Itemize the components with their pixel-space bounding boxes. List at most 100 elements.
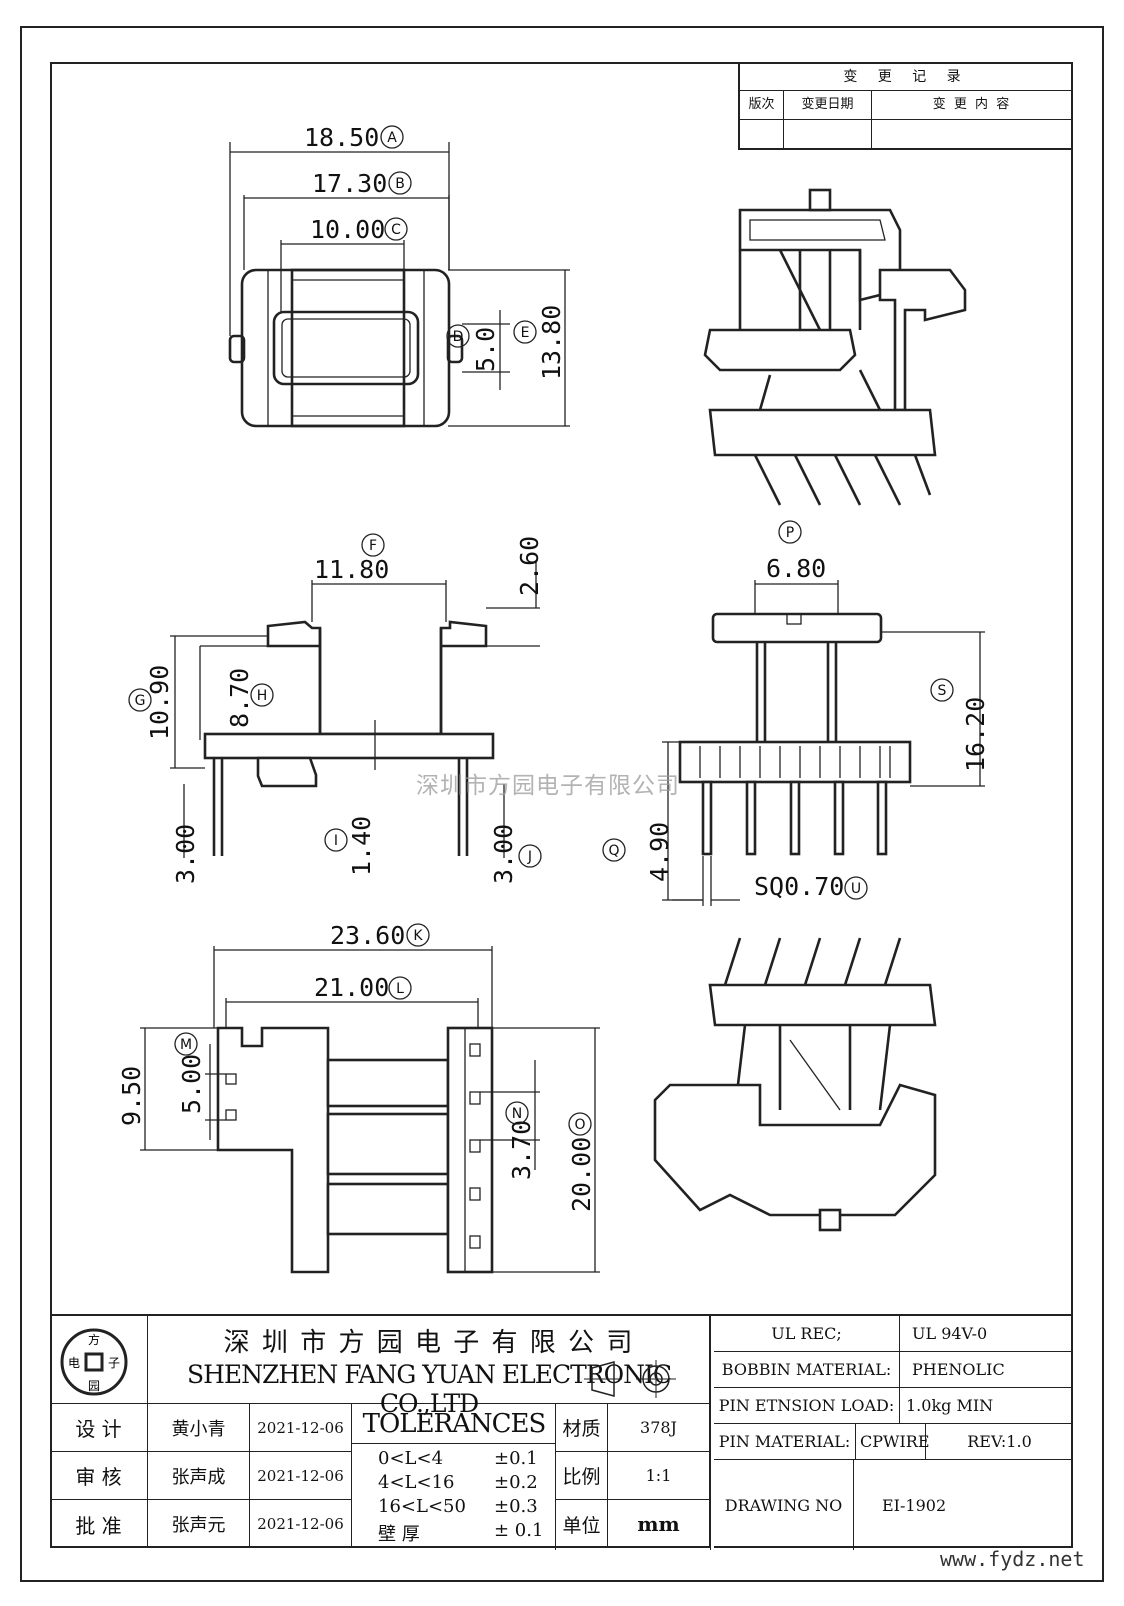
ul-rec-value: UL 94V-0 [900, 1316, 1073, 1352]
top-view: 18.50 A 17.30 B 10.00 C 5.0 D 13.80 E [228, 123, 570, 428]
top-view-center-body [290, 268, 406, 428]
isometric-view-bottom [653, 937, 937, 1232]
drawing-no-label: DRAWING NO [714, 1460, 854, 1550]
company-name-cell: 深 圳 市 方 园 电 子 有 限 公 司 SHENZHEN FANG YUAN… [148, 1316, 710, 1418]
dim-G-value: 10.90 [145, 665, 174, 740]
dim-P-label: P [786, 525, 794, 541]
bobbin-material-label: BOBBIN MATERIAL: [714, 1352, 900, 1388]
dim-B-marker [388, 171, 412, 195]
tolerances-title: TOLERANCES [352, 1404, 556, 1444]
prop-value: 378J [608, 1404, 710, 1452]
tolerance-range: 0<L<4 [378, 1448, 444, 1469]
role-label: 审 核 [50, 1452, 148, 1500]
dim-F-value: 11.80 [314, 555, 389, 584]
prop-label: 材质 [556, 1404, 608, 1452]
role-date: 2021-12-06 [250, 1404, 352, 1452]
top-view-window [272, 310, 420, 386]
dim-N-marker [505, 1101, 529, 1125]
dim-A-label: A [387, 130, 397, 146]
dim-C-value: 10.00 [310, 215, 385, 244]
side-view-base [203, 732, 495, 760]
dim-O-marker [568, 1112, 592, 1136]
drawing-no-value: EI-1902 [882, 1495, 947, 1515]
dim-G-label: G [135, 693, 146, 709]
logo-char-bottom: 园 [88, 1379, 100, 1393]
prop-label: 比例 [556, 1452, 608, 1500]
dim-M-label: M [180, 1037, 192, 1053]
tolerance-range: 4<L<16 [378, 1472, 455, 1493]
revision-cell [740, 120, 784, 148]
prop-value: mm [608, 1500, 710, 1548]
dim-C-marker [384, 217, 408, 241]
dim-A-value: 18.50 [304, 123, 379, 152]
dim-D-value: 5.0 [471, 327, 500, 372]
front-view-base [678, 740, 912, 784]
pin-tension-value: 1.0kg MIN [900, 1388, 1073, 1424]
dim-U-value: SQ0.70 [754, 872, 844, 901]
tolerance-value: ±0.3 [494, 1496, 538, 1517]
front-view-top-flange [711, 612, 883, 644]
dim-B-value: 17.30 [312, 169, 387, 198]
tolerance-range: 壁 厚 [378, 1524, 420, 1545]
dim-Q-value: 4.90 [645, 822, 674, 882]
logo-char-right: 子 [108, 1356, 120, 1370]
tolerance-value: ±0.1 [494, 1448, 538, 1469]
dim-I-value: 1.40 [347, 816, 376, 876]
dim-M-value: 5.00 [177, 1054, 206, 1114]
dim-H-label: H [257, 688, 268, 704]
role-date: 2021-12-06 [250, 1452, 352, 1500]
dim-H-marker [250, 683, 274, 707]
company-name-cn: 深 圳 市 方 园 电 子 有 限 公 司 [223, 1328, 635, 1358]
prop-value: 1:1 [608, 1452, 710, 1500]
dim-H-value: 8.70 [225, 668, 254, 728]
projection-symbol-cell [556, 1356, 710, 1404]
front-view: 6.80 P 16.20 S 4.90 Q SQ0.70 U [602, 520, 990, 906]
bottom-view-left-flange [216, 1026, 330, 1274]
dim-J-value: 3.00 [489, 824, 518, 884]
dim-A-marker [380, 125, 404, 149]
projection-icon [584, 1360, 676, 1398]
dim-P-value: 6.80 [766, 554, 826, 583]
dim-pin-left-value: 3.00 [171, 824, 200, 884]
dim-E-value: 13.80 [537, 305, 566, 380]
dim-M-marker [174, 1032, 198, 1056]
dim-S-marker [930, 678, 954, 702]
dim-I-label: I [334, 833, 338, 849]
dim-D-marker [446, 324, 470, 348]
revision-value: REV:1.0 [926, 1424, 1073, 1460]
dim-E-label: E [521, 325, 530, 341]
revision-col-date: 变更日期 [784, 91, 872, 119]
revision-cell [784, 120, 872, 148]
dim-L-marker [388, 976, 412, 1000]
dim-F-marker [361, 533, 385, 557]
dim-K-value: 23.60 [330, 921, 405, 950]
side-view: 11.80 F 2.60 10.90 G 8.70 H 1.40 I 3.00 … [128, 533, 544, 884]
tolerance-range: 16<L<50 [378, 1496, 466, 1517]
role-name: 张声成 [148, 1452, 250, 1500]
dim-O-label: O [574, 1117, 585, 1133]
dim-N-value: 3.70 [507, 1120, 536, 1180]
dim-B-label: B [395, 176, 405, 192]
company-logo: 方 电 子 园 [60, 1328, 128, 1396]
dim-U-marker [844, 876, 868, 900]
dim-E-marker [513, 320, 537, 344]
role-label: 批 准 [50, 1500, 148, 1548]
role-name: 张声元 [148, 1500, 250, 1548]
outer-frame [20, 26, 1104, 1582]
dim-L-label: L [396, 981, 404, 997]
dim-P-marker [778, 520, 802, 544]
tolerance-value: ± 0.1 [494, 1520, 544, 1541]
dim-J-label: J [527, 849, 532, 865]
dim-S-label: S [938, 683, 947, 699]
pin-tension-label: PIN ETNSION LOAD: [714, 1388, 900, 1424]
dim-N-label: N [512, 1106, 522, 1122]
revision-col-version: 版次 [740, 91, 784, 119]
dim-F-label: F [369, 538, 377, 554]
site-url: www.fydz.net [940, 1547, 1085, 1571]
dim-G-marker [128, 688, 152, 712]
company-name-en: SHENZHEN FANG YUAN ELECTRONIC CO.,LTD [186, 1360, 672, 1418]
dim-C-label: C [391, 222, 401, 238]
title-block: 方 电 子 园 深 圳 市 方 园 电 子 有 限 公 司 SHENZHEN F… [50, 1314, 1073, 1550]
dim-width-left-value: 9.50 [117, 1066, 146, 1126]
